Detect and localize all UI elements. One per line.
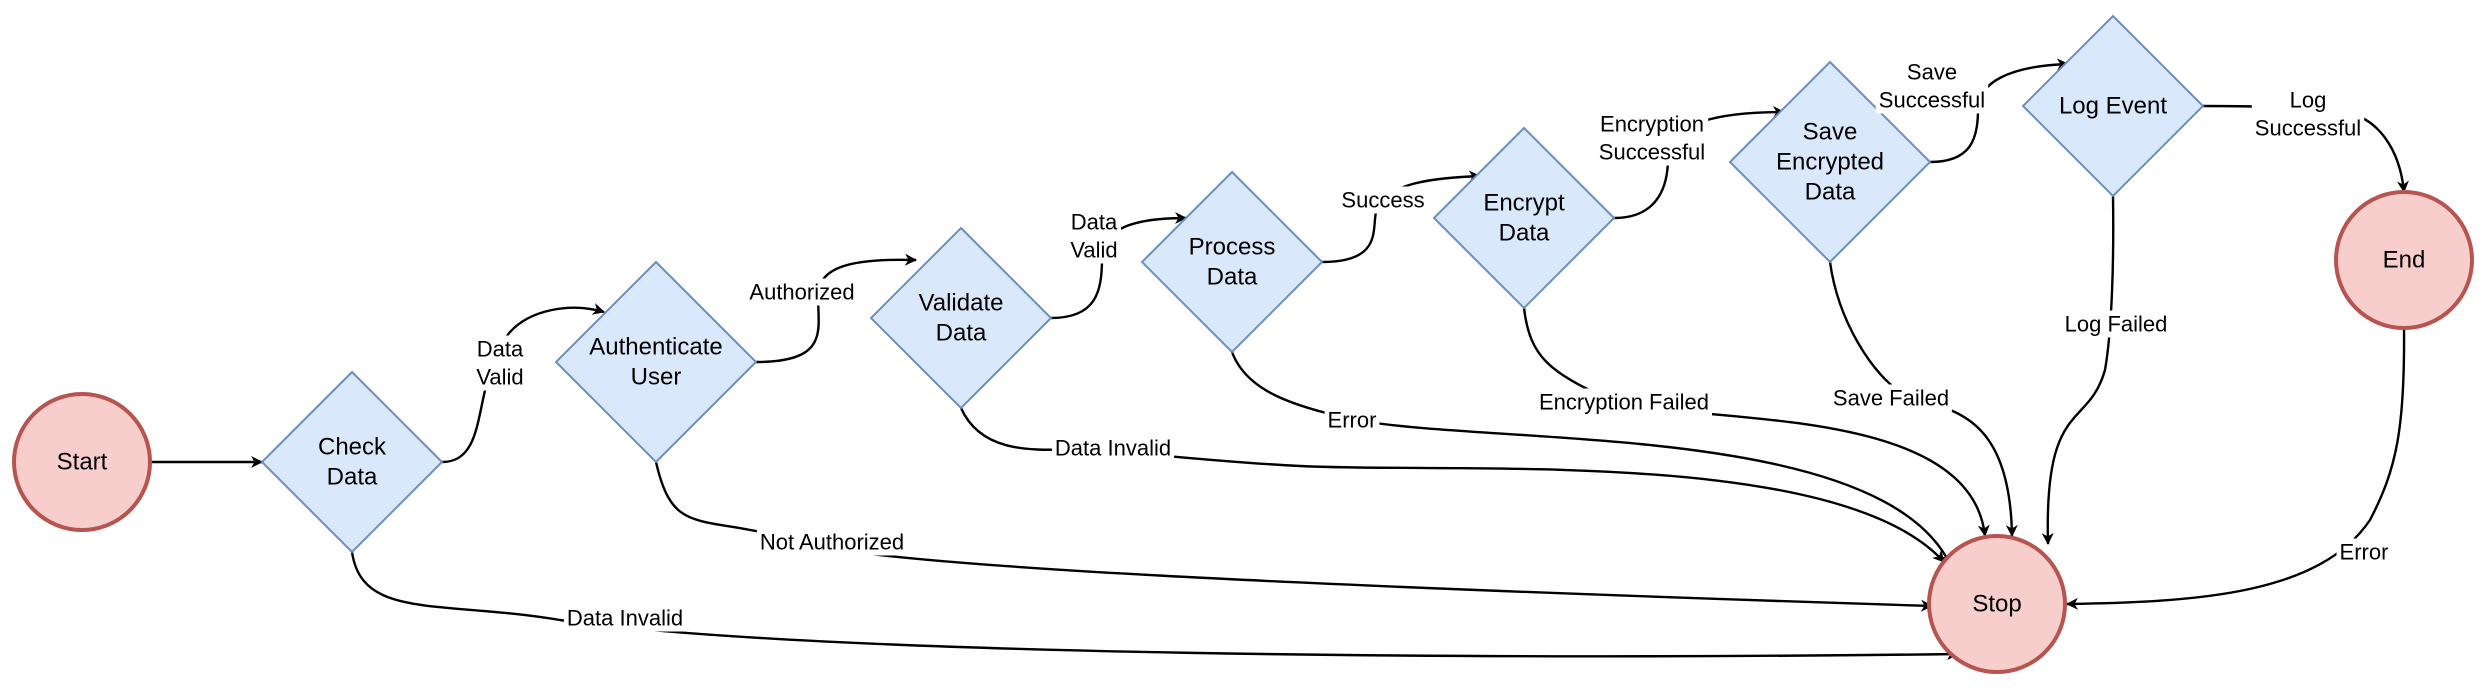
edge-label-text: Data xyxy=(477,337,524,362)
edge-label-text: Encryption xyxy=(1600,112,1704,137)
process-data-label-line: Data xyxy=(1207,264,1258,291)
authenticate-user-label-line: Authenticate xyxy=(589,334,722,361)
check-data-diamond xyxy=(260,370,444,554)
edge-label-text: Successful xyxy=(2255,116,2361,141)
edge-label-end-to-stop: Error xyxy=(2336,538,2392,566)
edge-label-background xyxy=(1875,58,1989,114)
edge-label-process-data-to-encrypt-data: Success xyxy=(1338,186,1428,214)
edge-authenticate-user-to-stop xyxy=(654,461,1933,612)
edge-label-text: Valid xyxy=(476,365,523,390)
edge-label-text: Error xyxy=(1328,408,1377,433)
save-encrypted-data-label-line: Save xyxy=(1803,119,1858,146)
check-data-label-line: Data xyxy=(327,464,378,491)
edge-label-background xyxy=(473,335,527,391)
end-label-line: End xyxy=(2383,247,2426,274)
edge-label-text: Data Invalid xyxy=(1055,436,1171,461)
edge-label-text: Save Failed xyxy=(1833,386,1949,411)
edge-label-background xyxy=(563,604,687,632)
log-event-diamond xyxy=(2021,14,2205,198)
edge-label-background xyxy=(756,528,908,556)
edge-label-validate-data-to-stop: Data Invalid xyxy=(1051,434,1175,462)
edge-label-log-event-to-stop: Log Failed xyxy=(2061,310,2171,338)
start-label-line: Start xyxy=(57,449,108,476)
nodes-layer: StartCheckDataAuthenticateUserValidateDa… xyxy=(12,14,2474,674)
edge-label-background xyxy=(1536,388,1712,416)
edge-label-background xyxy=(2336,538,2392,566)
stop-node[interactable]: Stop xyxy=(1927,534,2067,674)
edge-label-background xyxy=(1595,110,1709,166)
stop-circle xyxy=(1927,534,2067,674)
encrypt-data-label-line: Encrypt xyxy=(1483,190,1565,217)
start-node[interactable]: Start xyxy=(12,392,152,532)
save-encrypted-data-label-line: Encrypted xyxy=(1776,149,1884,176)
edge-label-background xyxy=(2251,86,2365,142)
edge-validate-data-to-stop xyxy=(959,407,1945,563)
edge-label-text: Log Failed xyxy=(2065,312,2168,337)
edge-label-text: Error xyxy=(2340,540,2389,565)
process-data-diamond xyxy=(1140,170,1324,354)
edge-label-background xyxy=(1829,384,1953,412)
edge-label-text: Encryption Failed xyxy=(1539,390,1709,415)
edge-label-text: Data xyxy=(1071,210,1118,235)
edge-label-background xyxy=(1338,186,1428,214)
validate-data-diamond xyxy=(869,226,1053,410)
edge-label-background xyxy=(1051,434,1175,462)
edge-label-authenticate-user-to-stop: Not Authorized xyxy=(756,528,908,556)
stop-label-line: Stop xyxy=(1972,591,2021,618)
edge-label-encrypt-data-to-stop: Encryption Failed xyxy=(1536,388,1712,416)
edge-end-to-stop xyxy=(2066,327,2406,610)
edge-label-text: Data Invalid xyxy=(567,606,683,631)
authenticate-user-label-line: User xyxy=(631,364,682,391)
edge-label-background xyxy=(746,278,858,306)
edge-label-authenticate-user-to-validate-data: Authorized xyxy=(746,278,858,306)
edge-label-background xyxy=(1067,208,1121,264)
start-circle xyxy=(12,392,152,532)
edge-label-text: Not Authorized xyxy=(760,530,904,555)
edge-label-check-data-to-stop: Data Invalid xyxy=(563,604,687,632)
edge-log-event-to-stop xyxy=(2041,195,2115,545)
edge-check-data-to-stop xyxy=(350,551,1959,661)
edge-label-background xyxy=(1324,406,1380,434)
end-circle xyxy=(2334,190,2474,330)
save-encrypted-data-label-line: Data xyxy=(1805,179,1856,206)
end-node[interactable]: End xyxy=(2334,190,2474,330)
edge-label-text: Successful xyxy=(1599,140,1705,165)
encrypt-data-label-line: Data xyxy=(1499,220,1550,247)
edge-label-text: Successful xyxy=(1879,88,1985,113)
log-event-node[interactable]: Log Event xyxy=(2021,14,2205,198)
validate-data-label-line: Data xyxy=(936,320,987,347)
edge-label-text: Valid xyxy=(1070,238,1117,263)
edge-label-background xyxy=(2061,310,2171,338)
log-event-label-line: Log Event xyxy=(2059,93,2167,120)
edge-label-process-data-to-stop: Error xyxy=(1324,406,1380,434)
edge-labels-layer: DataValidAuthorizedDataValidSuccessEncry… xyxy=(473,58,2392,632)
edge-label-text: Authorized xyxy=(749,280,854,305)
process-data-label-line: Process xyxy=(1189,234,1276,261)
check-data-label-line: Check xyxy=(318,434,387,461)
edge-label-save-encrypted-data-to-stop: Save Failed xyxy=(1829,384,1953,412)
edge-label-text: Success xyxy=(1341,188,1424,213)
encrypt-data-diamond xyxy=(1432,126,1616,310)
edge-encrypt-data-to-stop xyxy=(1522,307,1990,537)
authenticate-user-diamond xyxy=(554,260,758,464)
edge-label-text: Save xyxy=(1907,60,1957,85)
edge-label-text: Log xyxy=(2290,88,2327,113)
edge-process-data-to-stop xyxy=(1230,351,1952,565)
validate-data-label-line: Validate xyxy=(919,290,1004,317)
